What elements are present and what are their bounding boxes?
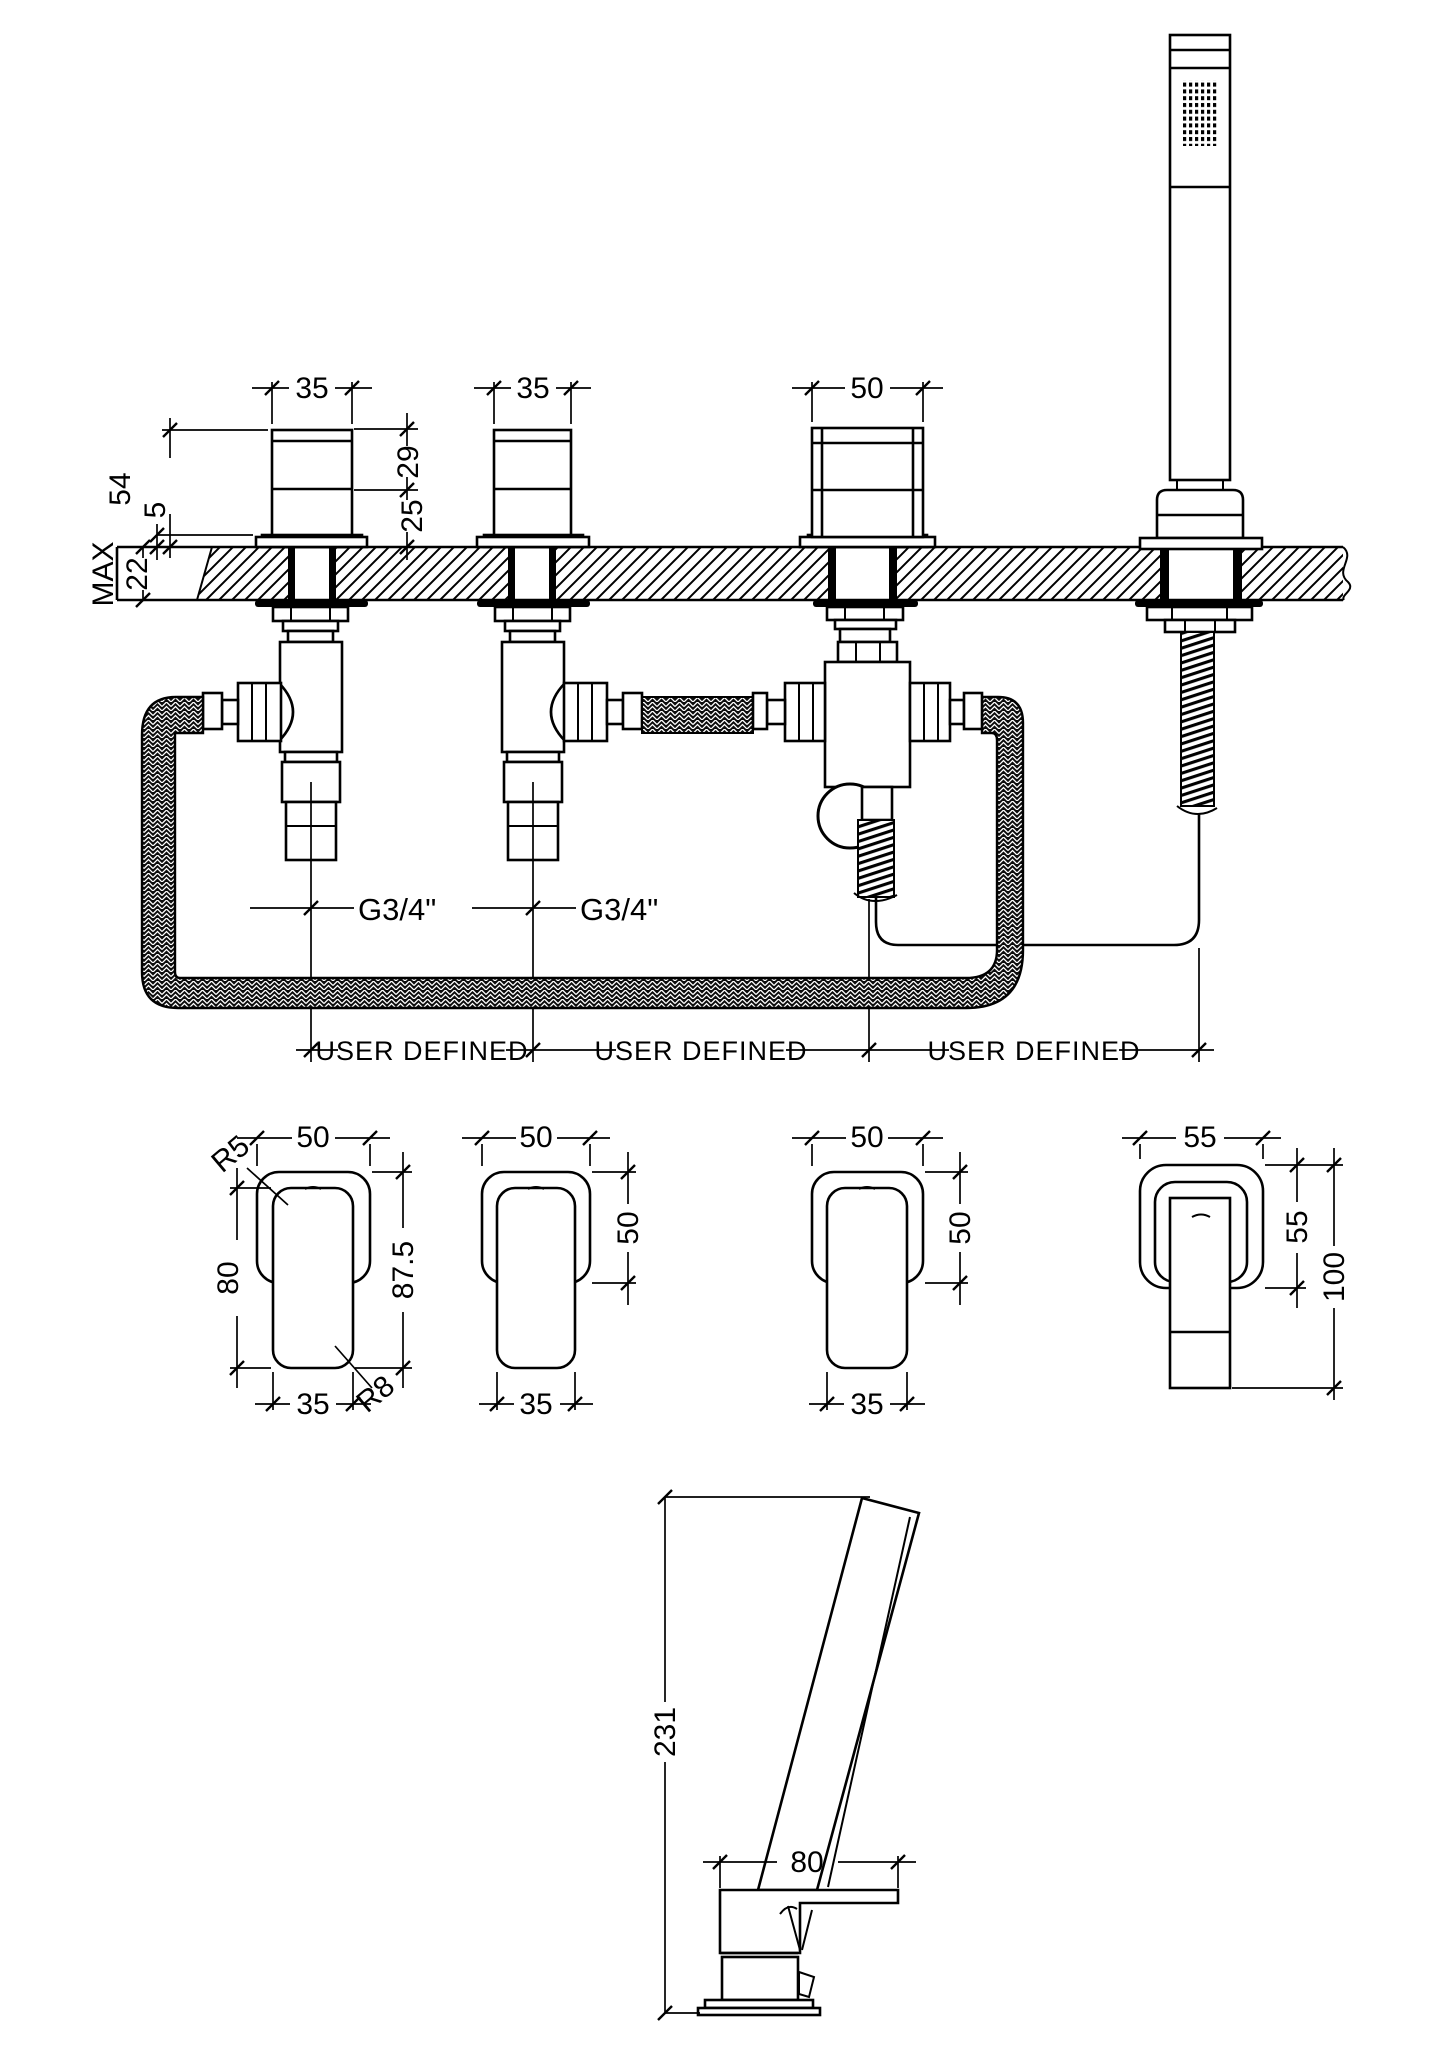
dim-label-deck-thickness: 22 — [121, 557, 154, 590]
side-view: 231 80 — [649, 1489, 921, 2021]
dim-spout-width: 50 — [792, 372, 943, 422]
holder-spring-tail — [1180, 631, 1215, 807]
dim-label-plate-gap: 5 — [139, 502, 172, 519]
radius-label-top: R5 — [205, 1129, 256, 1179]
valve-2-assembly — [477, 600, 754, 862]
extension-lines — [310, 782, 1200, 1062]
dim-p3-width-top: 50 — [850, 1121, 883, 1154]
span-label-3: USER DEFINED — [927, 1036, 1140, 1066]
dim-p4-height-square: 55 — [1281, 1210, 1314, 1243]
braided-supply-hose-loop — [140, 695, 1025, 1010]
profile-handle-1: 50 R5 80 87.5 35 R8 — [205, 1121, 420, 1421]
dim-p1-height-outer: 87.5 — [387, 1241, 420, 1299]
spray-face-dots — [1181, 80, 1219, 146]
span-label-2: USER DEFINED — [594, 1036, 807, 1066]
dim-handle2-width: 35 — [474, 372, 591, 424]
thread-label-2: G3/4" — [580, 892, 658, 927]
handle-2-elevation — [475, 428, 591, 549]
diverter-spring-tail — [857, 819, 895, 898]
handle-1-elevation — [254, 428, 369, 549]
thread-labels: G3/4" G3/4" — [250, 892, 658, 927]
user-defined-dims: USER DEFINED USER DEFINED USER DEFINED — [296, 1036, 1214, 1066]
dim-p2-height-outer: 50 — [612, 1211, 645, 1244]
handset-holder-elevation — [1138, 488, 1264, 551]
dim-p1-width-top: 50 — [296, 1121, 329, 1154]
dim-p2-width-bottom: 35 — [519, 1388, 552, 1421]
diverter-assembly — [751, 600, 984, 902]
dim-side-total-height: 231 — [649, 1489, 870, 2021]
dim-label-side-width: 80 — [790, 1846, 823, 1879]
dim-p1-width-bottom: 35 — [296, 1388, 329, 1421]
deck-hatch-start-edge — [196, 546, 213, 601]
dim-label-side-height: 231 — [649, 1707, 682, 1757]
deck-section — [115, 545, 1352, 602]
dim-side-body-width: 80 — [703, 1846, 916, 1888]
side-view-wand — [756, 1496, 921, 1892]
profile-handle-2: 50 50 35 — [462, 1121, 645, 1421]
dim-p2-width-top: 50 — [519, 1121, 552, 1154]
deck-max-label: MAX — [87, 541, 120, 606]
side-view-wand-tip — [779, 1905, 816, 1999]
dim-total-height: 54 — [104, 418, 268, 558]
dim-handle-heights: 29 25 — [354, 413, 429, 560]
span-label-1: USER DEFINED — [315, 1036, 528, 1066]
dim-label-lower-height: 25 — [396, 499, 429, 532]
dim-label-handle2-width: 35 — [516, 372, 549, 405]
dim-p4-height-total: 100 — [1318, 1252, 1351, 1302]
dim-p3-width-bottom: 35 — [850, 1388, 883, 1421]
dim-p1-height-inner: 80 — [212, 1261, 245, 1294]
handset-wand-elevation — [1168, 33, 1232, 506]
valve-1-assembly — [201, 600, 368, 862]
holder-below-deck — [1135, 600, 1263, 815]
spout-elevation — [798, 426, 937, 549]
dim-label-total-height: 54 — [104, 472, 137, 505]
radius-label-bottom: R8 — [350, 1369, 401, 1419]
dim-p4-width-top: 55 — [1183, 1121, 1216, 1154]
dim-label-handle1-width: 35 — [295, 372, 328, 405]
handset-hose — [874, 813, 1201, 947]
dim-p3-height-outer: 50 — [944, 1211, 977, 1244]
braided-link-hose — [641, 696, 754, 734]
dim-handle1-width: 35 — [252, 372, 372, 424]
profile-spout: 50 50 35 — [792, 1121, 977, 1421]
dim-plate-gap: 5 — [139, 502, 253, 560]
dim-label-spout-width: 50 — [850, 372, 883, 405]
deck-break-edge — [1342, 546, 1352, 601]
side-view-plinth-base — [696, 2006, 822, 2017]
thread-label-1: G3/4" — [358, 892, 436, 927]
top-elevation-view: 35 35 50 54 5 — [87, 33, 1352, 1066]
dim-deck-thickness: MAX 22 — [87, 539, 154, 608]
side-view-holder-lower — [720, 1955, 800, 2002]
profile-holder: 55 55 100 — [1122, 1121, 1351, 1400]
dim-label-upper-height: 29 — [392, 445, 425, 478]
profile-views: 50 R5 80 87.5 35 R8 50 — [205, 1121, 1351, 1421]
